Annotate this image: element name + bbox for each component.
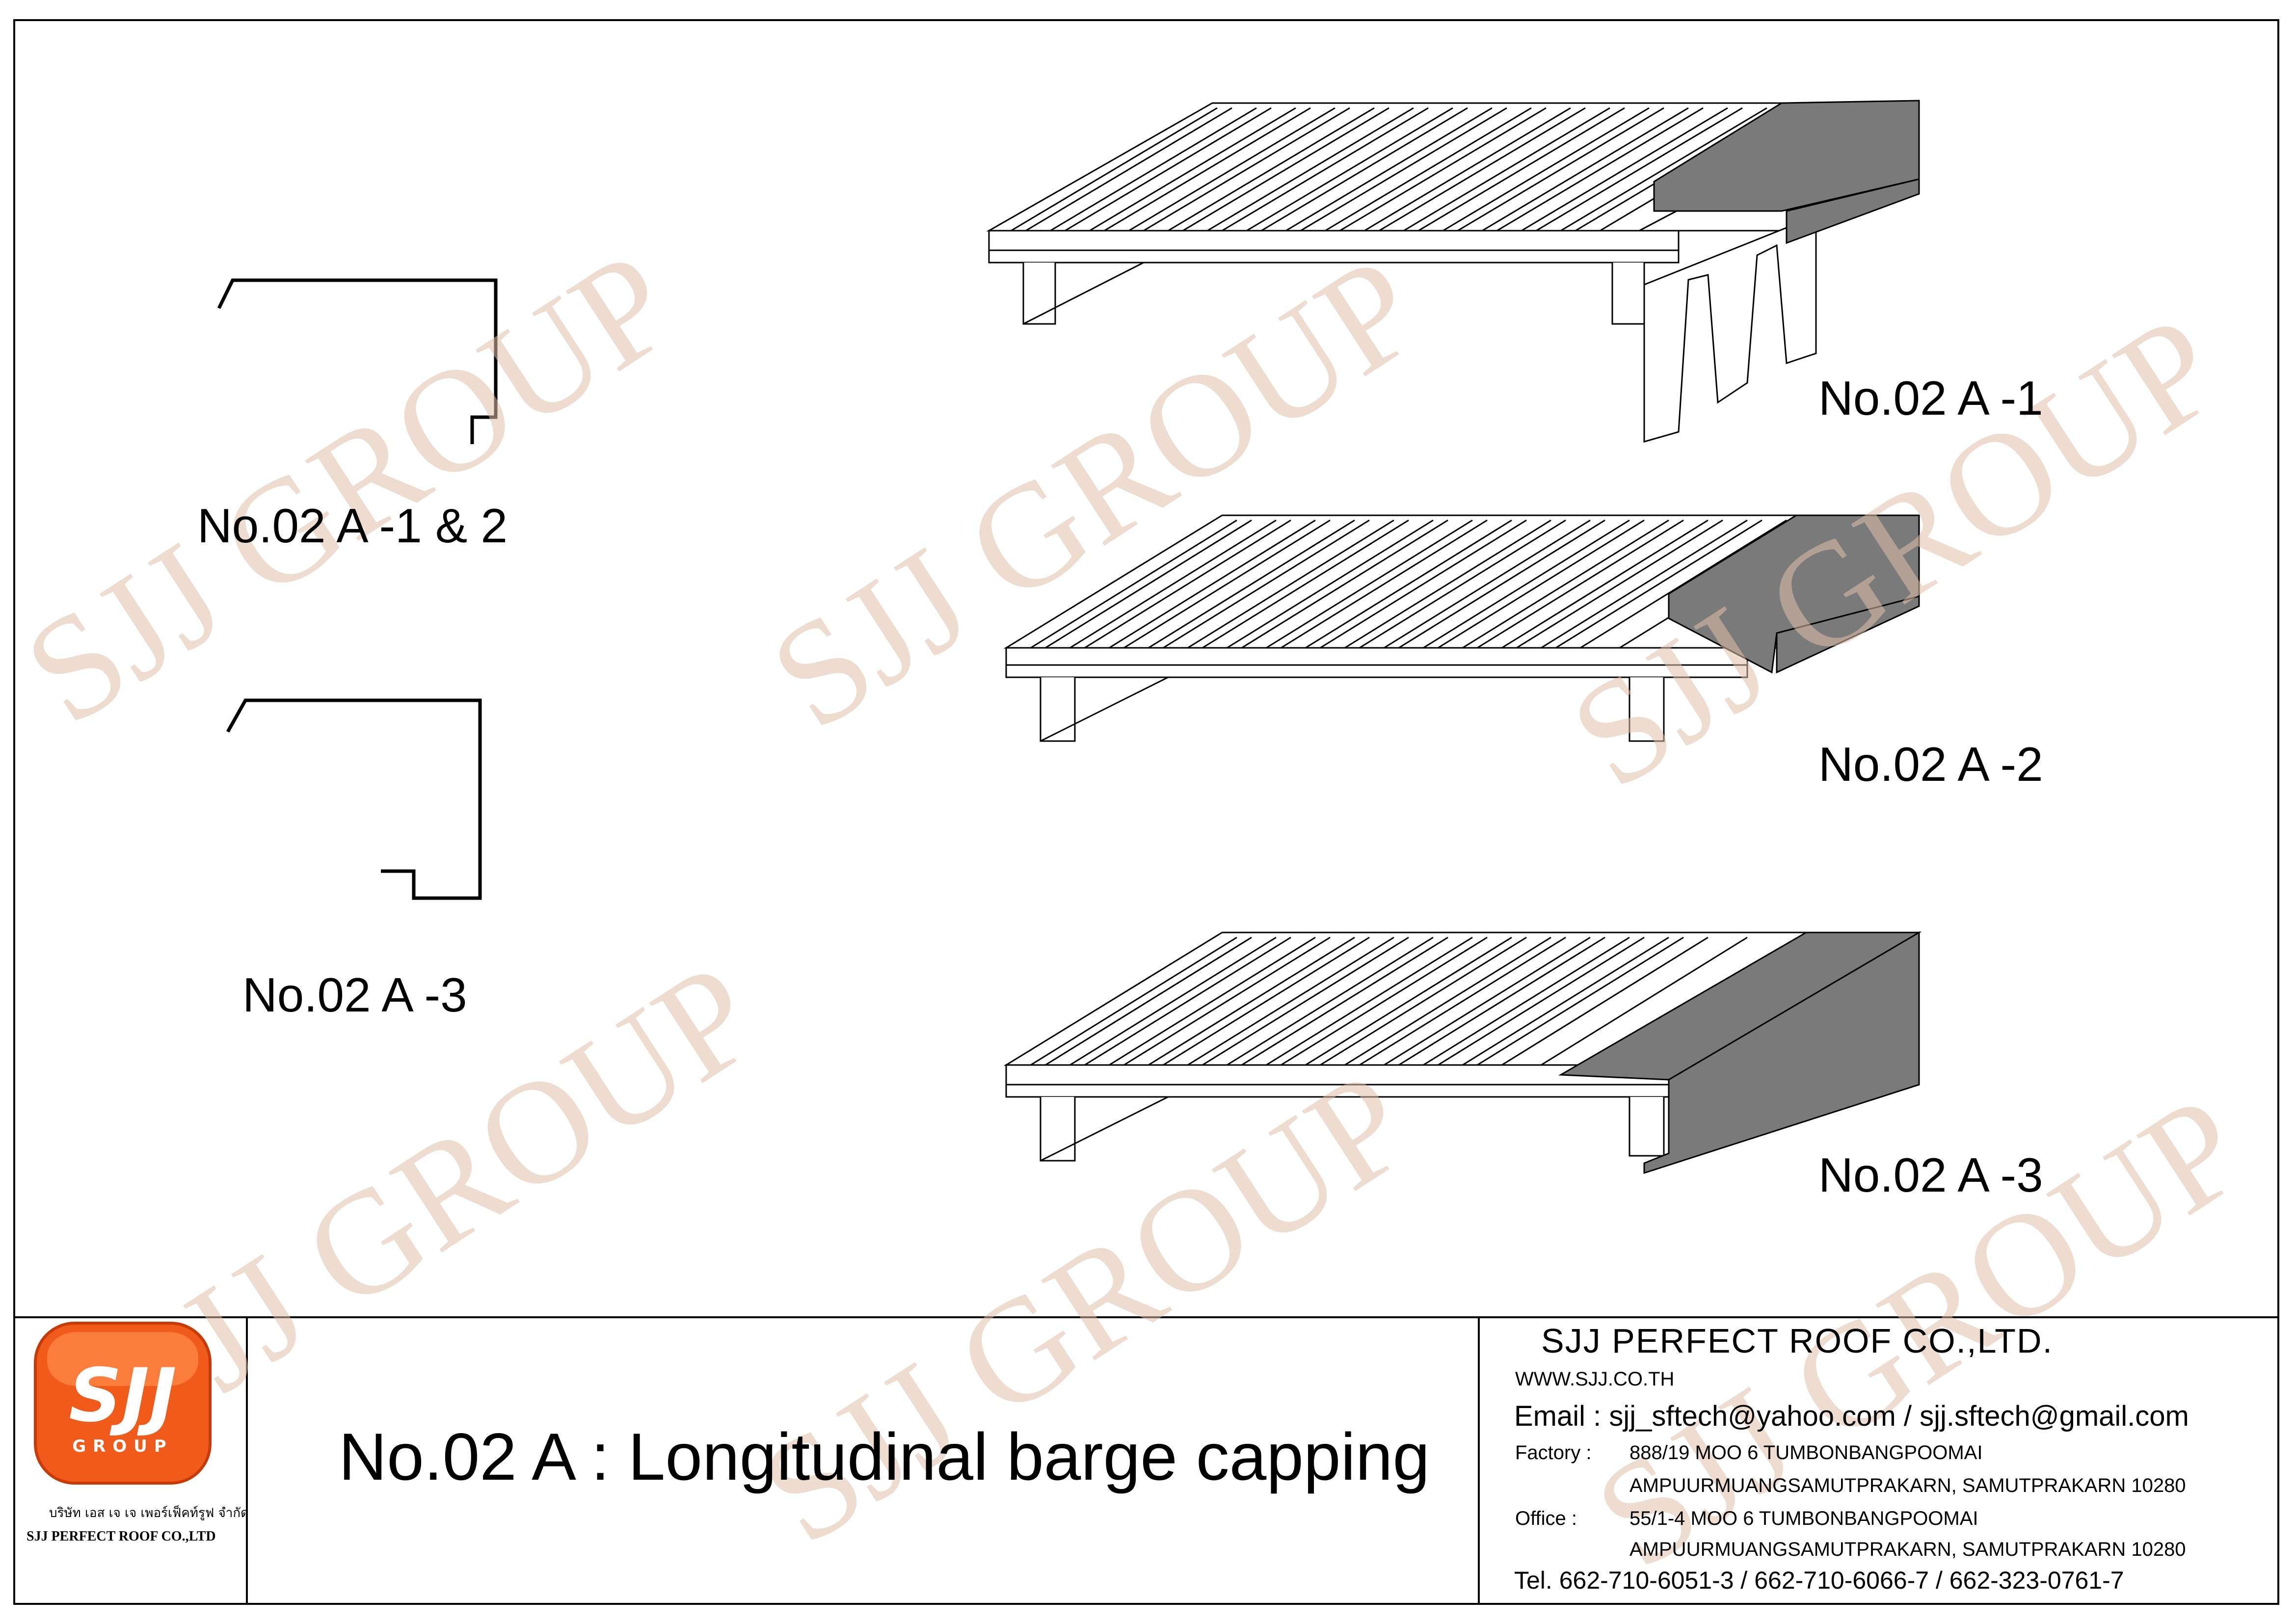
view-3-purlin-left	[1040, 1096, 1169, 1162]
view-3-ribs	[1030, 936, 1748, 1066]
company-logo: SJJ GROUP	[34, 1322, 212, 1485]
company-telephone: Tel. 662-710-6051-3 / 662-710-6066-7 / 6…	[1514, 1567, 2124, 1594]
profile-1-2-shape	[217, 278, 498, 444]
view-3-capping-face	[1643, 931, 1920, 1174]
view-3-label: No.02 A -3	[1818, 1148, 2043, 1202]
view-2-capping-face	[1776, 595, 1920, 674]
view-1-purlin-left	[1022, 262, 1144, 325]
view-2-sheet-edge	[1005, 647, 1748, 678]
factory-label: Factory :	[1515, 1442, 1592, 1464]
office-address-line2: AMPUURMUANGSAMUTPRAKARN, SAMUTPRAKARN 10…	[1629, 1539, 2186, 1560]
factory-address-line1: 888/19 MOO 6 TUMBONBANGPOOMAI	[1629, 1442, 1983, 1464]
view-1-capping-face	[1786, 178, 1920, 244]
view-1-fascia	[1643, 214, 1817, 443]
company-email: Email : sjj_sftech@yahoo.com / sjj.sftec…	[1514, 1400, 2189, 1432]
profile-1-2-label: No.02 A -1 & 2	[197, 499, 507, 553]
view-1-sheet-edge	[988, 230, 1680, 264]
view-1-drawing	[986, 100, 1920, 443]
profile-3-label: No.02 A -3	[242, 968, 467, 1022]
view-1-purlin-right	[1611, 263, 1645, 325]
office-address-line1: 55/1-4 MOO 6 TUMBONBANGPOOMAI	[1629, 1508, 1978, 1529]
view-2-drawing	[1003, 514, 1920, 742]
drawing-frame	[13, 19, 2279, 1605]
view-2-purlin-right	[1629, 677, 1665, 742]
view-3-drawing	[1003, 931, 1922, 1174]
office-label: Office :	[1515, 1508, 1577, 1529]
logo-thai-name: บริษัท เอส เจ เจ เพอร์เฟ็คท์รูฟ จำกัด	[49, 1506, 249, 1520]
logo-text: SJJ	[69, 1353, 177, 1438]
profile-3-shape	[226, 698, 482, 900]
factory-address-line2: AMPUURMUANGSAMUTPRAKARN, SAMUTPRAKARN 10…	[1629, 1475, 2186, 1496]
view-2-purlin-left	[1040, 676, 1169, 742]
logo-group-text: GROUP	[72, 1437, 173, 1456]
drawing-title: No.02 A : Longitudinal barge capping	[339, 1419, 1430, 1494]
view-3-purlin-right	[1629, 1097, 1665, 1157]
company-name: SJJ PERFECT ROOF CO.,LTD.	[1541, 1322, 2054, 1360]
logo-company-name: SJJ PERFECT ROOF CO.,LTD	[27, 1529, 216, 1544]
company-website: WWW.SJJ.CO.TH	[1515, 1368, 1675, 1390]
view-1-label: No.02 A -1	[1818, 371, 2043, 425]
view-2-label: No.02 A -2	[1818, 737, 2043, 791]
